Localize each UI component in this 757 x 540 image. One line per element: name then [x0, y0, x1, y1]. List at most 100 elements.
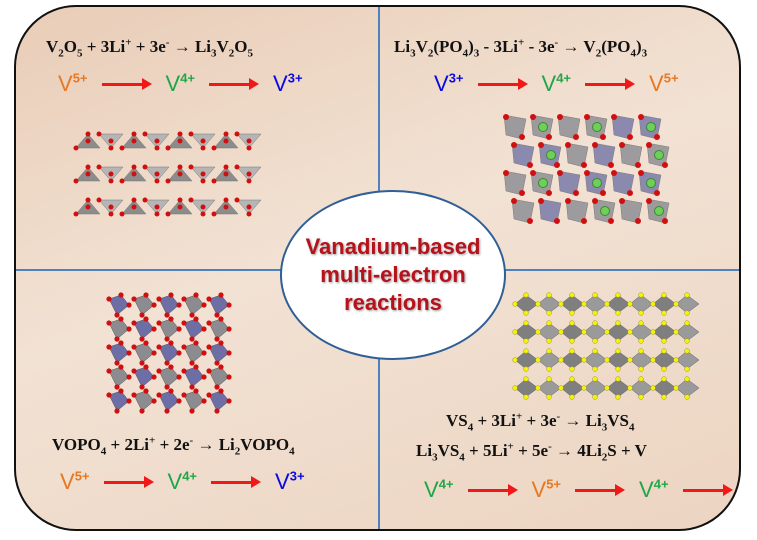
oxygen-atom: [131, 131, 137, 137]
oxygen-atom: [131, 320, 137, 326]
sulfur-atom: [535, 329, 541, 335]
oxygen-atom: [234, 164, 240, 170]
vo6-octahedron: [108, 366, 130, 388]
sulfur-atom: [638, 394, 644, 400]
sulfur-atom: [638, 310, 644, 316]
oxygen-atom: [200, 178, 206, 184]
oxygen-atom: [126, 302, 132, 308]
oxygen-atom: [131, 138, 137, 144]
sulfur-atom: [546, 310, 552, 316]
sulfur-atom: [661, 310, 667, 316]
oxygen-atom: [177, 164, 183, 170]
equation-segment: + 2Li: [106, 435, 150, 454]
sulfur-atom: [650, 385, 656, 391]
oxygen-atom: [142, 131, 148, 137]
vs8-polyhedron: [560, 378, 585, 398]
oxidation-state: V5+: [649, 70, 679, 96]
oxygen-atom: [538, 142, 544, 148]
equation-segment: -: [548, 440, 552, 453]
oxidation-path-lvp: V3+V4+V5+: [434, 71, 679, 97]
oxygen-atom: [176, 374, 182, 380]
equation-segment: (PO: [601, 37, 631, 56]
oxygen-atom: [139, 336, 145, 342]
oxygen-atom: [119, 178, 125, 184]
sulfur-atom: [569, 338, 575, 344]
sulfur-atom: [546, 320, 552, 326]
oxygen-atom: [246, 138, 252, 144]
vs4-chain-structure: [512, 292, 700, 400]
oxygen-atom: [635, 162, 641, 168]
oxygen-atom: [151, 326, 157, 332]
sulfur-atom: [535, 385, 541, 391]
equation-segment: → 4Li: [551, 441, 602, 460]
oxygen-atom: [165, 178, 171, 184]
sulfur-atom: [650, 357, 656, 363]
oxygen-atom: [584, 170, 590, 176]
oxidation-state: V5+: [58, 70, 88, 96]
oxygen-atom: [164, 384, 170, 390]
oxygen-atom: [131, 296, 137, 302]
oxidation-state: V3+: [273, 70, 303, 96]
oxygen-atom: [142, 197, 148, 203]
vs8-polyhedron: [675, 378, 700, 398]
equation-segment: (PO: [433, 37, 463, 56]
vo6-octahedron: [208, 366, 230, 388]
sulfur-atom: [684, 320, 690, 326]
oxygen-atom: [565, 198, 571, 204]
sulfur-atom: [535, 357, 541, 363]
oxygen-atom: [114, 312, 120, 318]
oxygen-atom: [96, 164, 102, 170]
oxygen-atom: [527, 162, 533, 168]
title-line-1: Vanadium-based: [305, 234, 481, 259]
vs8-polyhedron: [652, 378, 677, 398]
equation-segment: ): [635, 37, 642, 56]
equation-segment: ): [468, 37, 474, 56]
lithium-atom: [646, 178, 656, 188]
lithium-atom: [538, 178, 548, 188]
sulfur-atom: [661, 320, 667, 326]
oxidation-state: V3+: [275, 468, 305, 494]
vopo4-structure: [106, 292, 232, 414]
sulfur-atom: [523, 366, 529, 372]
oxygen-atom: [206, 320, 212, 326]
oxygen-atom: [165, 211, 171, 217]
sulfur-atom: [627, 385, 633, 391]
oxygen-atom: [214, 336, 220, 342]
equation-segment: + 5e: [513, 441, 549, 460]
oxygen-atom: [131, 204, 137, 210]
sulfur-atom: [627, 329, 633, 335]
po4-tetrahedron: [158, 294, 180, 316]
oxygen-atom: [85, 171, 91, 177]
sulfur-atom: [512, 357, 518, 363]
oxygen-atom: [164, 312, 170, 318]
vs8-polyhedron: [560, 294, 585, 314]
oxygen-atom: [619, 142, 625, 148]
oxygen-atom: [218, 388, 224, 394]
sulfur-atom: [546, 394, 552, 400]
sulfur-atom: [523, 320, 529, 326]
oxygen-atom: [118, 364, 124, 370]
po4-tetrahedron: [208, 294, 230, 316]
vo6-octahedron: [158, 366, 180, 388]
vs8-polyhedron: [606, 350, 631, 370]
oxygen-atom: [662, 218, 668, 224]
sulfur-atom: [558, 301, 564, 307]
oxygen-atom: [176, 350, 182, 356]
oxygen-atom: [584, 114, 590, 120]
equation-segment: VS: [607, 411, 629, 430]
vo6-octahedron: [183, 390, 205, 412]
oxygen-atom: [226, 350, 232, 356]
oxygen-atom: [188, 164, 194, 170]
vo6-octahedron: [133, 294, 155, 316]
vs8-polyhedron: [514, 378, 539, 398]
oxygen-atom: [156, 368, 162, 374]
equation-segment: 2: [234, 445, 241, 458]
oxygen-atom: [608, 162, 614, 168]
vs8-polyhedron: [514, 294, 539, 314]
equation-segment: + 5Li: [464, 441, 508, 460]
oxygen-atom: [503, 114, 509, 120]
vs8-polyhedron: [583, 322, 608, 342]
oxygen-atom: [154, 138, 160, 144]
oxygen-atom: [234, 197, 240, 203]
oxygen-atom: [151, 398, 157, 404]
